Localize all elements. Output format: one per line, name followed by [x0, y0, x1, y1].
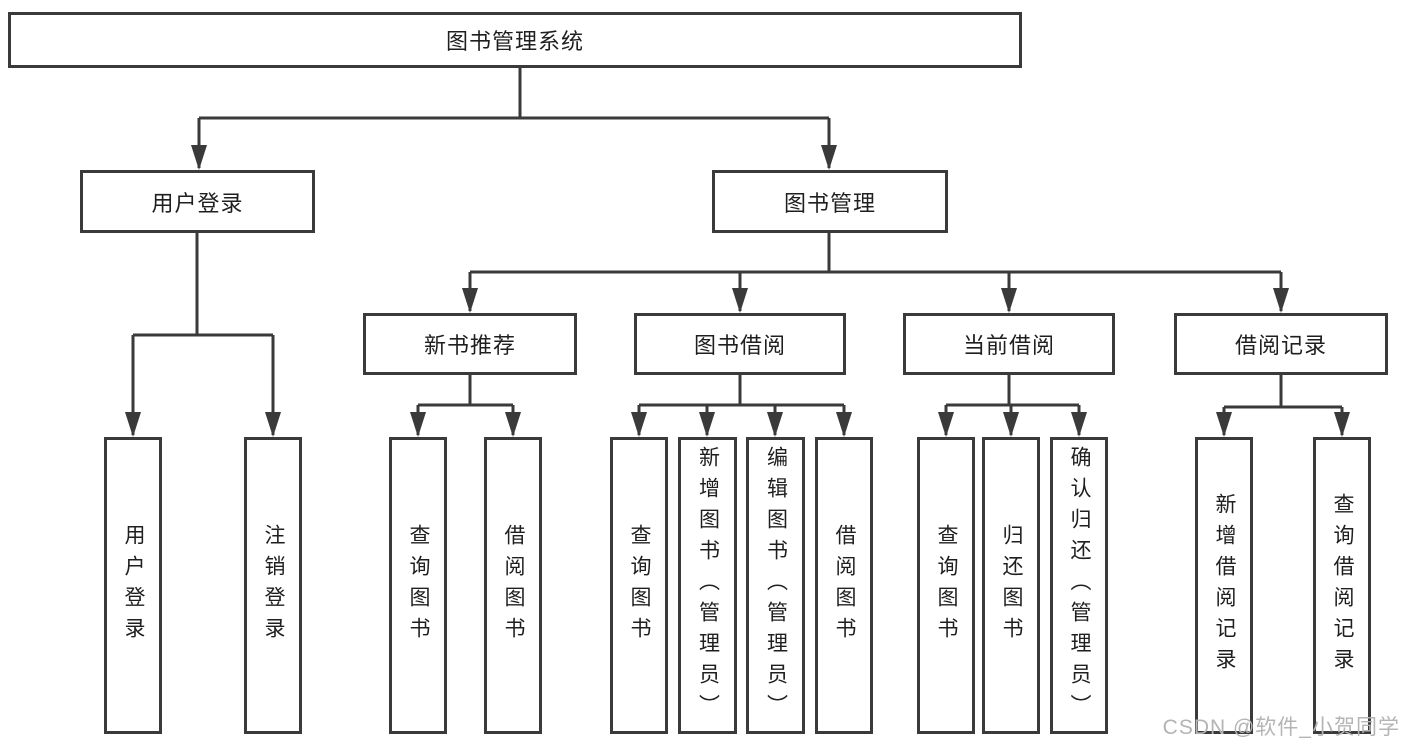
node-user-login: 用户登录 — [80, 170, 315, 233]
leaf-borrow-query-books: 查询图书 — [610, 437, 668, 734]
node-book-management: 图书管理 — [712, 170, 948, 233]
leaf-borrow-books-label: 借阅图书 — [833, 523, 856, 648]
leaf-add-books-admin: 新增图书（管理员） — [678, 437, 737, 734]
leaf-confirm-return-admin-label: 确认归还（管理员） — [1068, 446, 1091, 725]
leaf-recommend-query-books: 查询图书 — [389, 437, 447, 734]
leaf-query-borrow-record: 查询借阅记录 — [1313, 437, 1371, 734]
node-book-borrow: 图书借阅 — [634, 313, 846, 375]
leaf-add-borrow-record-label: 新增借阅记录 — [1213, 492, 1236, 679]
node-book-management-label: 图书管理 — [783, 190, 876, 216]
node-root-label: 图书管理系统 — [445, 29, 584, 54]
node-user-login-label: 用户登录 — [151, 190, 244, 216]
leaf-edit-books-admin-label: 编辑图书（管理员） — [764, 446, 788, 725]
leaf-return-books: 归还图书 — [982, 437, 1040, 734]
leaf-confirm-return-admin: 确认归还（管理员） — [1050, 437, 1108, 734]
leaf-user-login: 用户登录 — [104, 437, 162, 734]
node-current-borrow: 当前借阅 — [903, 313, 1115, 375]
leaf-current-query-books: 查询图书 — [917, 437, 975, 734]
leaf-return-books-label: 归还图书 — [1000, 523, 1023, 648]
leaf-logout: 注销登录 — [244, 437, 302, 734]
leaf-edit-books-admin: 编辑图书（管理员） — [746, 437, 805, 734]
leaf-borrow-query-books-label: 查询图书 — [628, 523, 651, 648]
leaf-logout-label: 注销登录 — [262, 523, 285, 648]
node-borrow-records: 借阅记录 — [1174, 313, 1388, 375]
node-new-book-recommend: 新书推荐 — [363, 313, 577, 375]
leaf-current-query-books-label: 查询图书 — [935, 523, 958, 648]
leaf-user-login-label: 用户登录 — [122, 523, 145, 648]
leaf-recommend-borrow-books-label: 借阅图书 — [502, 523, 525, 648]
node-borrow-records-label: 借阅记录 — [1234, 333, 1327, 358]
leaf-recommend-borrow-books: 借阅图书 — [484, 437, 542, 734]
leaf-query-borrow-record-label: 查询借阅记录 — [1331, 492, 1354, 679]
node-new-book-recommend-label: 新书推荐 — [423, 333, 516, 358]
arrowheads — [125, 145, 1350, 437]
node-root: 图书管理系统 — [8, 12, 1022, 68]
node-book-borrow-label: 图书借阅 — [693, 333, 786, 358]
leaf-borrow-books: 借阅图书 — [815, 437, 873, 734]
csdn-watermark: CSDN @软件_小贺同学 — [1162, 716, 1400, 739]
node-current-borrow-label: 当前借阅 — [962, 333, 1055, 358]
leaf-recommend-query-books-label: 查询图书 — [407, 523, 430, 648]
leaf-add-borrow-record: 新增借阅记录 — [1195, 437, 1253, 734]
leaf-add-books-admin-label: 新增图书（管理员） — [696, 446, 720, 725]
